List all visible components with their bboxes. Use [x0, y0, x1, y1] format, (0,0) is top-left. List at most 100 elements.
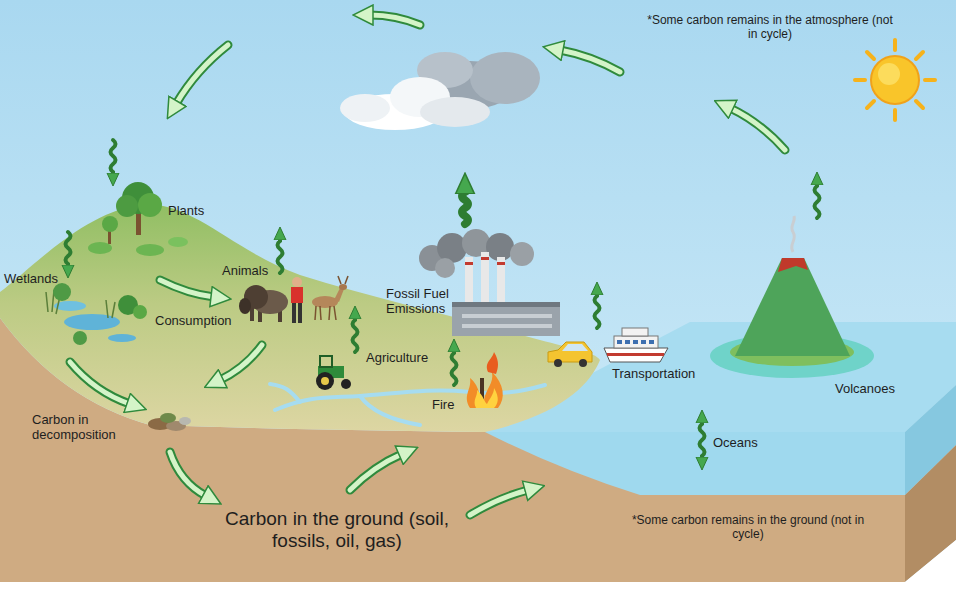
fire-part — [475, 388, 498, 408]
tractor-part — [316, 372, 334, 390]
cycle-arrows-part — [220, 345, 262, 380]
rivers — [270, 384, 545, 425]
tractor — [316, 356, 351, 390]
factory-part — [462, 314, 552, 318]
clouds-part — [420, 97, 490, 127]
fire-part — [467, 372, 503, 408]
wetlands-part — [133, 305, 147, 319]
factory-part — [452, 306, 560, 336]
decomposition-pile — [148, 413, 191, 431]
factory-part — [437, 233, 467, 263]
factory-part — [497, 262, 505, 265]
tractor-part — [341, 379, 351, 389]
cycle-arrows-part — [176, 45, 228, 104]
volcano-island-part — [778, 258, 808, 272]
land-surface — [0, 204, 600, 432]
factory-part — [481, 252, 489, 307]
car-part — [554, 359, 562, 367]
sun-part-part — [867, 101, 874, 108]
clouds-part — [470, 52, 540, 104]
animals-part-part — [329, 306, 330, 320]
factory-part — [510, 242, 534, 266]
factory-part — [452, 302, 560, 307]
part-label: Consumption — [155, 314, 232, 329]
factory-part — [435, 258, 455, 278]
sun-part-part — [867, 52, 874, 59]
note-text: *Some carbon remains in the atmosphere (… — [645, 14, 895, 42]
ship-part-part — [641, 340, 646, 344]
ship-part-part — [617, 340, 622, 344]
wetlands-part — [108, 334, 136, 342]
part-label: Animals — [222, 264, 268, 279]
plants-part — [102, 216, 118, 232]
animals-part — [292, 303, 296, 323]
ground-cross-section-part — [0, 540, 956, 592]
cycle-arrows-part — [370, 15, 420, 25]
cycle-arrows-part — [170, 452, 206, 496]
ship-part — [622, 328, 648, 336]
rivers-part — [270, 384, 300, 402]
cycle-arrows-part — [730, 108, 785, 150]
decomposition-pile-part — [160, 413, 176, 423]
part-label: Wetlands — [4, 272, 58, 287]
plants-part — [168, 237, 188, 247]
animals-part-part — [320, 306, 321, 320]
animals-part-part — [334, 306, 336, 320]
rivers-part — [275, 385, 545, 410]
land-surface-part — [0, 204, 600, 432]
sun-part-part — [916, 101, 923, 108]
flux-arrows — [66, 140, 820, 460]
cycle-arrows-part — [560, 50, 620, 72]
flux-arrows-part — [111, 140, 116, 176]
plants-part — [138, 193, 162, 217]
clouds — [340, 52, 540, 130]
flux-arrows-part — [815, 182, 820, 218]
factory-part — [486, 233, 514, 261]
animals-part — [239, 298, 251, 314]
ship-part — [604, 348, 668, 362]
cycle-arrows-part — [160, 280, 214, 297]
sun-part-part — [893, 40, 897, 50]
part-label: Volcanoes — [835, 382, 895, 397]
animals-part — [291, 287, 303, 303]
tractor-part — [321, 377, 329, 385]
sun — [855, 40, 935, 120]
cycle-arrows-part — [350, 454, 402, 490]
clouds-part — [340, 94, 390, 122]
car-part — [548, 342, 592, 362]
cycle-arrows-part — [70, 362, 130, 404]
car — [548, 342, 592, 367]
flux-arrows-part — [700, 420, 705, 460]
flux-arrows-part — [462, 189, 468, 224]
ship-part — [617, 340, 654, 344]
wetlands-part-part — [112, 302, 115, 318]
cycle-arrows-part — [176, 45, 228, 104]
ship-part-part — [649, 340, 654, 344]
fire-part — [487, 352, 498, 374]
animals-part — [315, 276, 348, 320]
note-text: *Some carbon remains in the ground (not … — [623, 514, 873, 542]
ship-part-part — [633, 340, 638, 344]
factory — [419, 229, 560, 336]
fire — [467, 352, 503, 408]
animals-part — [298, 303, 302, 323]
wetlands-part — [73, 331, 87, 345]
part-label: Oceans — [713, 436, 758, 451]
ship-part — [614, 336, 658, 348]
plants-part — [88, 242, 112, 254]
cycle-arrows-part — [470, 490, 528, 515]
sun-part — [871, 56, 919, 104]
wetlands-part-part — [46, 292, 48, 312]
ship-part-part — [625, 340, 630, 344]
part-label: Transportation — [612, 367, 695, 382]
sun-part-part — [925, 78, 935, 82]
animals-part-part — [345, 276, 348, 284]
animals-part-part — [338, 276, 341, 284]
flux-arrows-part — [595, 292, 600, 328]
sun-part-part — [893, 110, 897, 120]
sun-part-part — [855, 78, 865, 82]
cycle-arrows-part — [170, 452, 206, 496]
